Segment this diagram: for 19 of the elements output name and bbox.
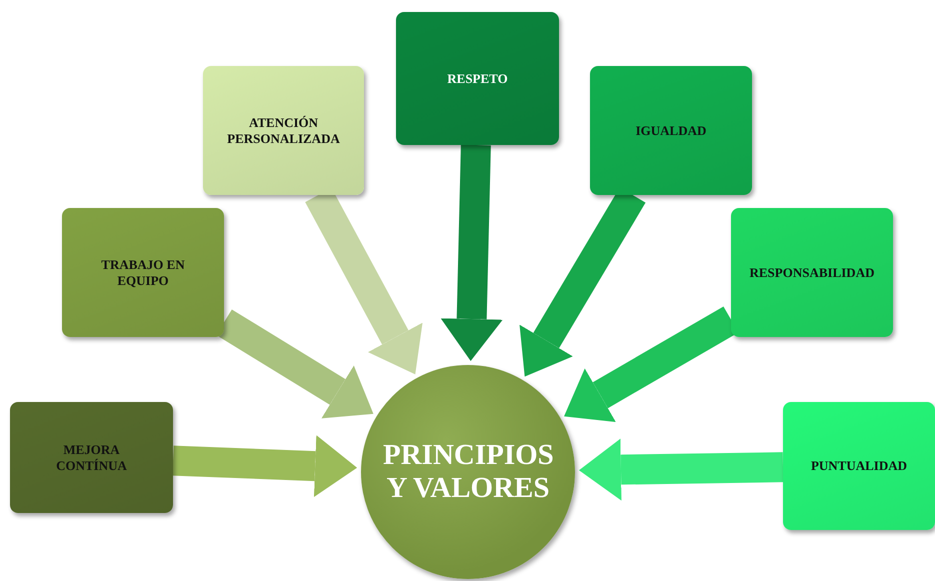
arrow [216, 309, 374, 418]
process-box [203, 66, 364, 195]
arrow [440, 144, 503, 362]
box-label: RESPONSABILIDAD [748, 264, 876, 280]
box-label: ATENCIÓN PERSONALIZADA [226, 114, 341, 146]
process-box [731, 208, 893, 337]
process-box [10, 402, 173, 513]
box-label: TRABAJO EN EQUIPO [100, 256, 186, 288]
box-label: MEJORA CONTÍNUA [55, 442, 128, 474]
process-box [62, 208, 224, 337]
arrow [172, 435, 358, 498]
box-label: PUNTUALIDAD [810, 458, 908, 474]
arrow [578, 438, 784, 501]
process-box [590, 66, 752, 195]
box-label: RESPETO [446, 70, 509, 86]
process-box [783, 402, 935, 530]
center-label: PRINCIPIOS Y VALORES [382, 438, 555, 506]
box-label: IGUALDAD [634, 122, 708, 138]
process-box [396, 12, 559, 145]
